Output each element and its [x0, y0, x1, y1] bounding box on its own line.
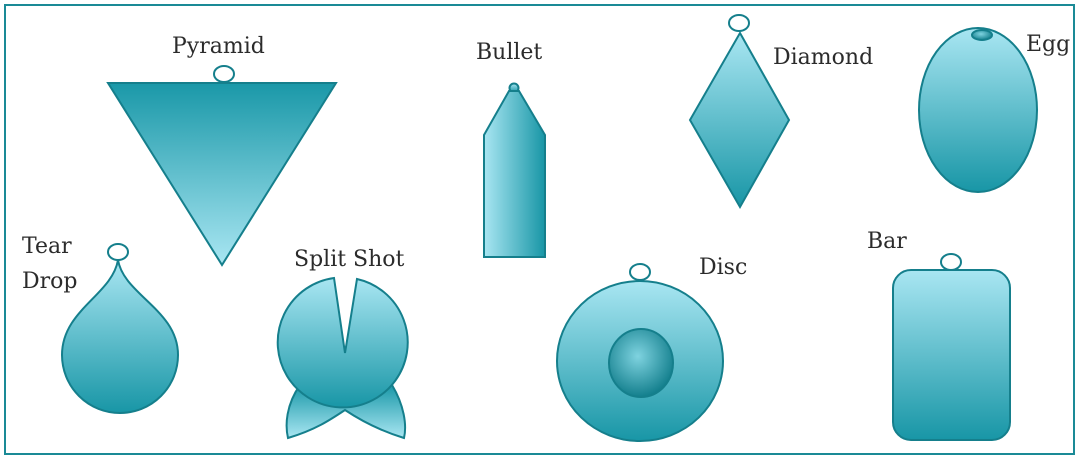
- diamond-label: Diamond: [773, 41, 873, 75]
- egg-sinker: [919, 28, 1037, 192]
- tear-drop-sinker: [62, 244, 178, 413]
- bullet-sinker: [484, 84, 545, 258]
- split-shot-sinker: [278, 278, 408, 438]
- pyramid-label: Pyramid: [172, 30, 265, 64]
- tear-drop-label-line1: Tear: [22, 230, 72, 264]
- tear-drop-label-line2: Drop: [22, 265, 77, 299]
- bullet-label: Bullet: [476, 36, 542, 70]
- disc-label: Disc: [699, 251, 747, 285]
- pyramid-sinker: [108, 66, 336, 265]
- disc-sinker: [557, 264, 723, 441]
- egg-label: Egg: [1026, 28, 1070, 62]
- bar-sinker: [893, 254, 1010, 440]
- split-shot-label: Split Shot: [294, 243, 404, 277]
- bar-label: Bar: [867, 225, 907, 259]
